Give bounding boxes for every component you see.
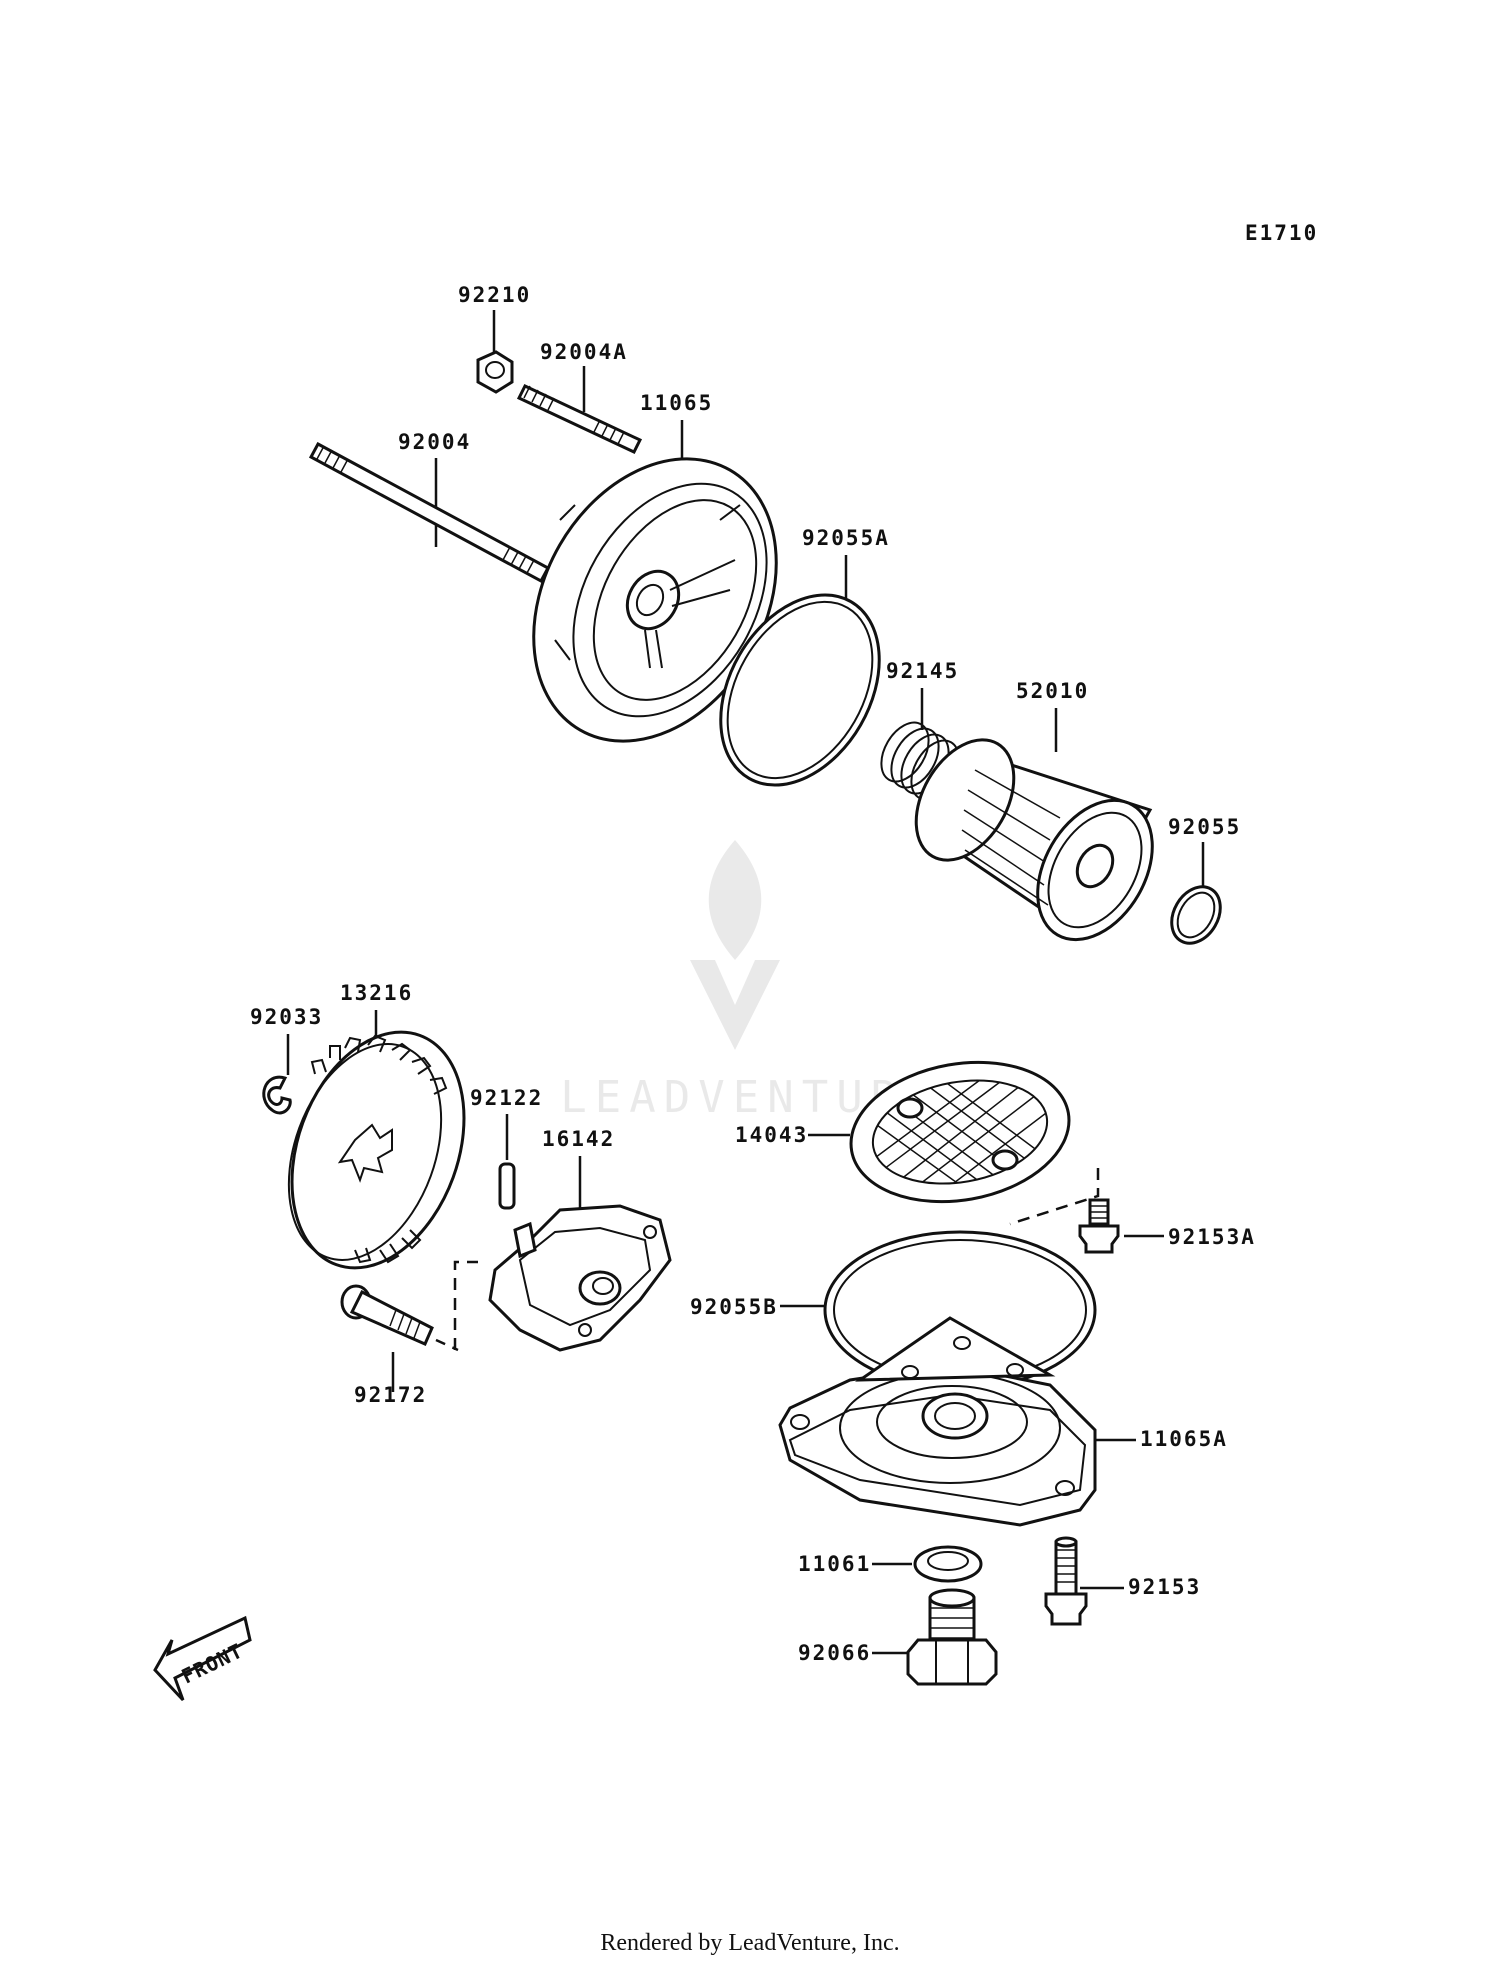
part-52010-filter[interactable]: 52010 bbox=[896, 679, 1176, 960]
leadventure-watermark: LEADVENTURE bbox=[560, 840, 932, 1123]
label-92055A: 92055A bbox=[802, 526, 890, 550]
part-92055B-o-ring[interactable]: 92055B bbox=[690, 1230, 1097, 1390]
label-92055: 92055 bbox=[1168, 815, 1241, 839]
footer-credit: Rendered by LeadVenture, Inc. bbox=[600, 1930, 899, 1956]
part-92004-stud[interactable]: 92004 bbox=[308, 430, 551, 584]
part-13216-gear[interactable]: 13216 bbox=[261, 981, 495, 1292]
label-11065A: 11065A bbox=[1140, 1427, 1228, 1451]
part-92055-o-ring[interactable]: 92055 bbox=[1162, 815, 1241, 952]
label-14043: 14043 bbox=[735, 1123, 808, 1147]
label-92066: 92066 bbox=[798, 1641, 871, 1665]
part-16142-oil-pump[interactable]: 16142 bbox=[453, 1127, 672, 1352]
label-11065: 11065 bbox=[640, 391, 713, 415]
label-92210: 92210 bbox=[458, 283, 531, 307]
part-92122-pin[interactable]: 92122 bbox=[470, 1086, 543, 1210]
part-92033-circlip[interactable]: 92033 bbox=[250, 1005, 323, 1115]
label-16142: 16142 bbox=[542, 1127, 615, 1151]
diagram-code: E1710 bbox=[1245, 221, 1318, 245]
part-11061-washer[interactable]: 11061 bbox=[798, 1545, 983, 1583]
label-11061: 11061 bbox=[798, 1552, 871, 1576]
label-92055B: 92055B bbox=[690, 1295, 778, 1319]
part-11065-cover[interactable]: 11065 bbox=[485, 391, 826, 785]
part-92172-bolt[interactable]: 92172 bbox=[340, 1284, 459, 1407]
part-14043-screen[interactable]: 14043 bbox=[735, 1046, 1100, 1226]
label-52010: 52010 bbox=[1016, 679, 1089, 703]
part-92066-plug[interactable]: 92066 bbox=[798, 1588, 998, 1686]
label-92145: 92145 bbox=[886, 659, 959, 683]
front-direction-arrow-icon: FRONT bbox=[153, 1615, 252, 1702]
label-92004A: 92004A bbox=[540, 340, 628, 364]
part-92153-bolt[interactable]: 92153 bbox=[1044, 1536, 1201, 1626]
part-92210-nut[interactable]: 92210 bbox=[458, 283, 531, 394]
part-92153A-bolt[interactable]: 92153A bbox=[1078, 1198, 1256, 1254]
label-92153: 92153 bbox=[1128, 1575, 1201, 1599]
label-92122: 92122 bbox=[470, 1086, 543, 1110]
label-92153A: 92153A bbox=[1168, 1225, 1256, 1249]
label-92172: 92172 bbox=[354, 1383, 427, 1407]
label-92004: 92004 bbox=[398, 430, 471, 454]
part-92055A-o-ring[interactable]: 92055A bbox=[688, 526, 911, 813]
label-13216: 13216 bbox=[340, 981, 413, 1005]
label-92033: 92033 bbox=[250, 1005, 323, 1029]
part-11065A-cover[interactable]: 11065A bbox=[778, 1316, 1228, 1527]
part-92004A-stud[interactable]: 92004A bbox=[516, 340, 643, 454]
